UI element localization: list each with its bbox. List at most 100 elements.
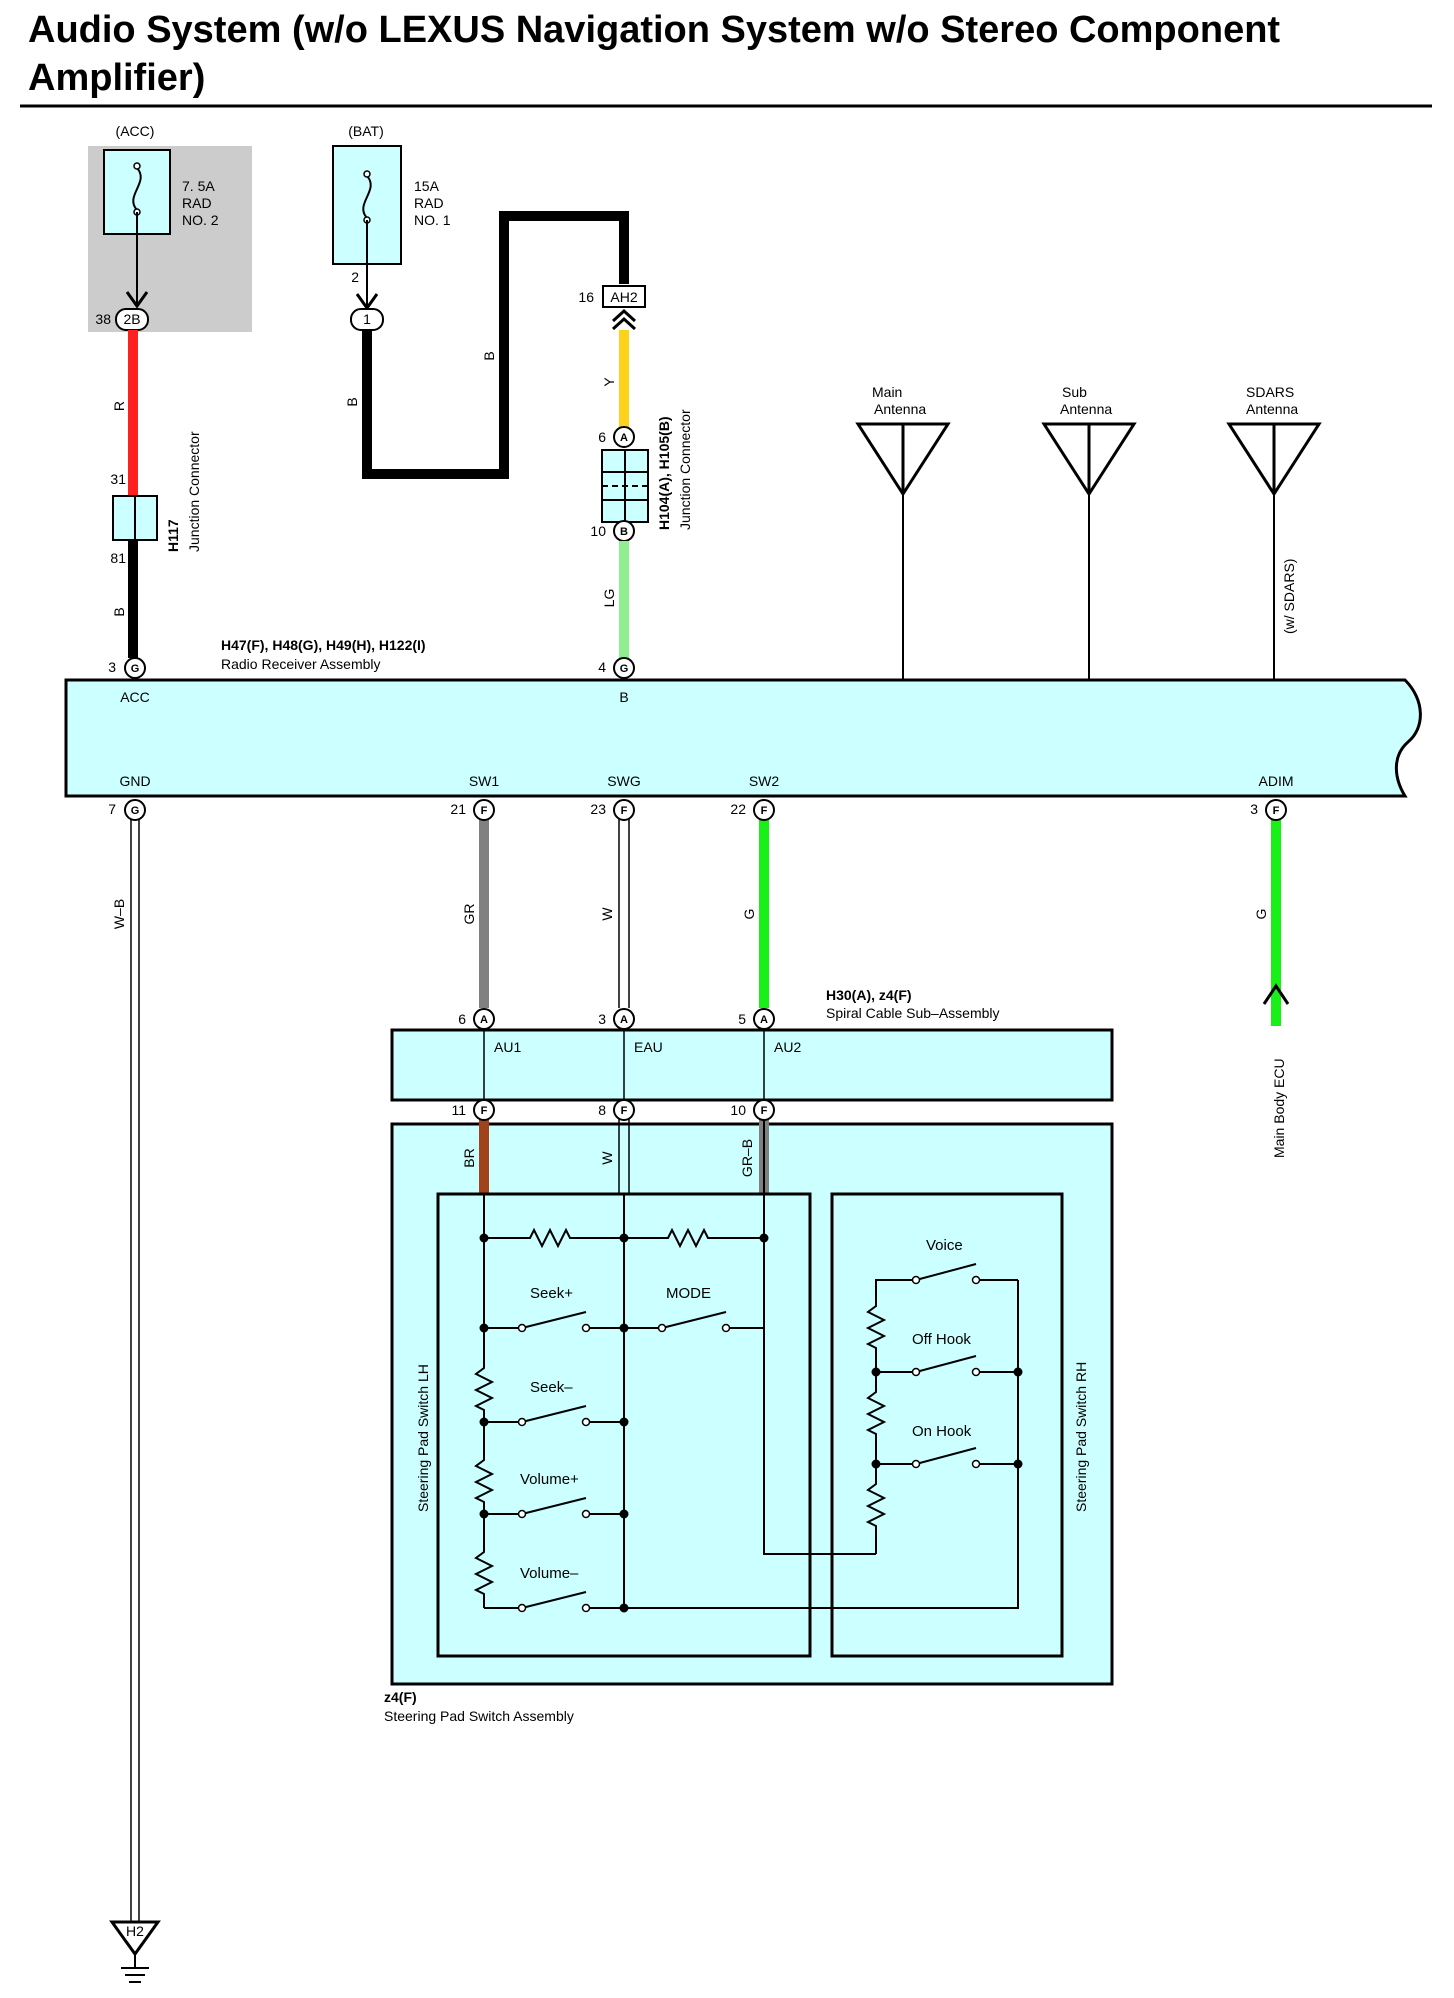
- switch-blade: [521, 1311, 587, 1329]
- connector-label: 2B: [123, 311, 140, 327]
- connector-label: AH2: [610, 289, 637, 305]
- fuse-name-line2: NO. 2: [182, 212, 219, 228]
- connector-letter: F: [621, 805, 628, 817]
- fuse-rad-no1: (BAT) 15A RAD NO. 1: [332, 123, 451, 265]
- connector-1: 1: [350, 308, 384, 331]
- pin-number-6: 6: [458, 1011, 466, 1027]
- switch-contact: [581, 1509, 591, 1519]
- wire-label-br: BR: [461, 1148, 477, 1167]
- pin-number-3: 3: [598, 1011, 606, 1027]
- junction-dot: [619, 1417, 629, 1427]
- connector-label: 1: [363, 311, 371, 327]
- junction-dot: [1013, 1367, 1023, 1377]
- switch-contact: [911, 1459, 921, 1469]
- connector-letter: G: [131, 805, 140, 817]
- ground-h2: H2: [109, 1920, 161, 1983]
- connector-letter: A: [480, 1014, 488, 1026]
- pin-number-81: 81: [110, 550, 126, 566]
- switch-contact: [581, 1323, 591, 1333]
- resistor-icon: [473, 1456, 495, 1514]
- resistor-icon: [865, 1372, 887, 1464]
- antenna-icon: [855, 422, 951, 497]
- switch-contact: [517, 1323, 527, 1333]
- junction-id-h104-h105: H104(A), H105(B): [656, 416, 672, 530]
- fuse-name-line1: RAD: [182, 195, 212, 211]
- lh-contacts: [517, 1323, 731, 1613]
- connector-letter: G: [131, 663, 140, 675]
- connector-letter: F: [761, 1105, 768, 1117]
- antenna-icon: [1226, 422, 1322, 497]
- junction-dot: [619, 1233, 629, 1243]
- antenna-icon: [1041, 422, 1137, 497]
- connector-pin: [753, 799, 775, 821]
- fuse-source-acc: (ACC): [116, 123, 155, 139]
- switch-label-seek-plus: Seek+: [530, 1285, 573, 1302]
- terminal-b: B: [619, 689, 628, 705]
- steering-lh-title: Steering Pad Switch LH: [415, 1364, 431, 1512]
- radio-connector-ids: H47(F), H48(G), H49(H), H122(I): [221, 637, 426, 653]
- switch-contact: [517, 1417, 527, 1427]
- chevron-up-icon: [611, 308, 637, 323]
- lh-junctions: [479, 1233, 769, 1613]
- steering-pad-switch-rh: [830, 1192, 1064, 1658]
- connector-pin: [613, 657, 635, 679]
- antenna-label-line1: Main: [872, 384, 902, 400]
- sub-antenna: Sub Antenna: [1041, 384, 1137, 680]
- terminal-eau: EAU: [634, 1039, 663, 1055]
- junction-dot: [619, 1603, 629, 1613]
- pin-number-22: 22: [730, 801, 746, 817]
- pin-number-10: 10: [730, 1102, 746, 1118]
- switch-label-off-hook: Off Hook: [912, 1331, 971, 1348]
- switch-contact: [971, 1275, 981, 1285]
- spiral-cable-sub-assembly: [390, 1028, 1114, 1102]
- switch-blade: [661, 1311, 727, 1329]
- switch-blade: [915, 1263, 977, 1281]
- pin-number-3: 3: [108, 659, 116, 675]
- switch-blade: [521, 1591, 587, 1609]
- spiral-assembly-name: Spiral Cable Sub–Assembly: [826, 1005, 1000, 1021]
- wire-b-bat: [362, 211, 629, 479]
- antenna-label-line1: Sub: [1062, 384, 1087, 400]
- connector-letter: A: [620, 1014, 628, 1026]
- terminal-sw2: SW2: [749, 773, 780, 789]
- pin-number-38: 38: [95, 311, 111, 327]
- chevron-up-icon: [1262, 983, 1290, 1005]
- terminal-gnd: GND: [119, 773, 150, 789]
- junction-dot: [1013, 1459, 1023, 1469]
- junction-desc-h104-h105: Junction Connector: [677, 409, 693, 530]
- terminal-au2: AU2: [774, 1039, 801, 1055]
- connector-pin: [613, 1099, 635, 1121]
- switch-contact: [971, 1459, 981, 1469]
- rh-contacts: [911, 1275, 981, 1469]
- wire-label-b: B: [111, 607, 127, 616]
- switch-contact: [911, 1275, 921, 1285]
- switch-label-volume-plus: Volume+: [520, 1471, 579, 1488]
- voice-switch-wire: [875, 1279, 916, 1302]
- pin-number-2: 2: [351, 269, 359, 285]
- connector-pin: [473, 1008, 495, 1030]
- rh-circuit: [865, 1263, 1018, 1554]
- connector-letter: F: [761, 805, 768, 817]
- fuse-rating: 7. 5A: [182, 178, 215, 194]
- fuse-terminal: [133, 162, 141, 170]
- switch-contact: [517, 1603, 527, 1613]
- connector-pin: [613, 1008, 635, 1030]
- arrow-down-icon: [125, 291, 149, 309]
- antenna-label-line2: Antenna: [874, 401, 926, 417]
- switch-contact: [971, 1367, 981, 1377]
- switch-label-mode: MODE: [666, 1285, 711, 1302]
- connector-letter: F: [481, 1105, 488, 1117]
- resistor-icon: [624, 1227, 764, 1249]
- junction-dot: [871, 1367, 881, 1377]
- wire-label-r: R: [111, 401, 127, 411]
- junction-dot: [479, 1509, 489, 1519]
- wire-label-b: B: [344, 397, 360, 406]
- antenna-label-line1: SDARS: [1246, 384, 1294, 400]
- wire-label-gr-b: GR–B: [739, 1139, 755, 1177]
- resistor-icon: [484, 1227, 624, 1249]
- wire-label-w: W: [599, 907, 615, 921]
- wire-label-g: G: [1253, 909, 1269, 920]
- switch-label-volume-minus: Volume–: [520, 1565, 579, 1582]
- junction-dot: [479, 1233, 489, 1243]
- connector-pin: [1265, 799, 1287, 821]
